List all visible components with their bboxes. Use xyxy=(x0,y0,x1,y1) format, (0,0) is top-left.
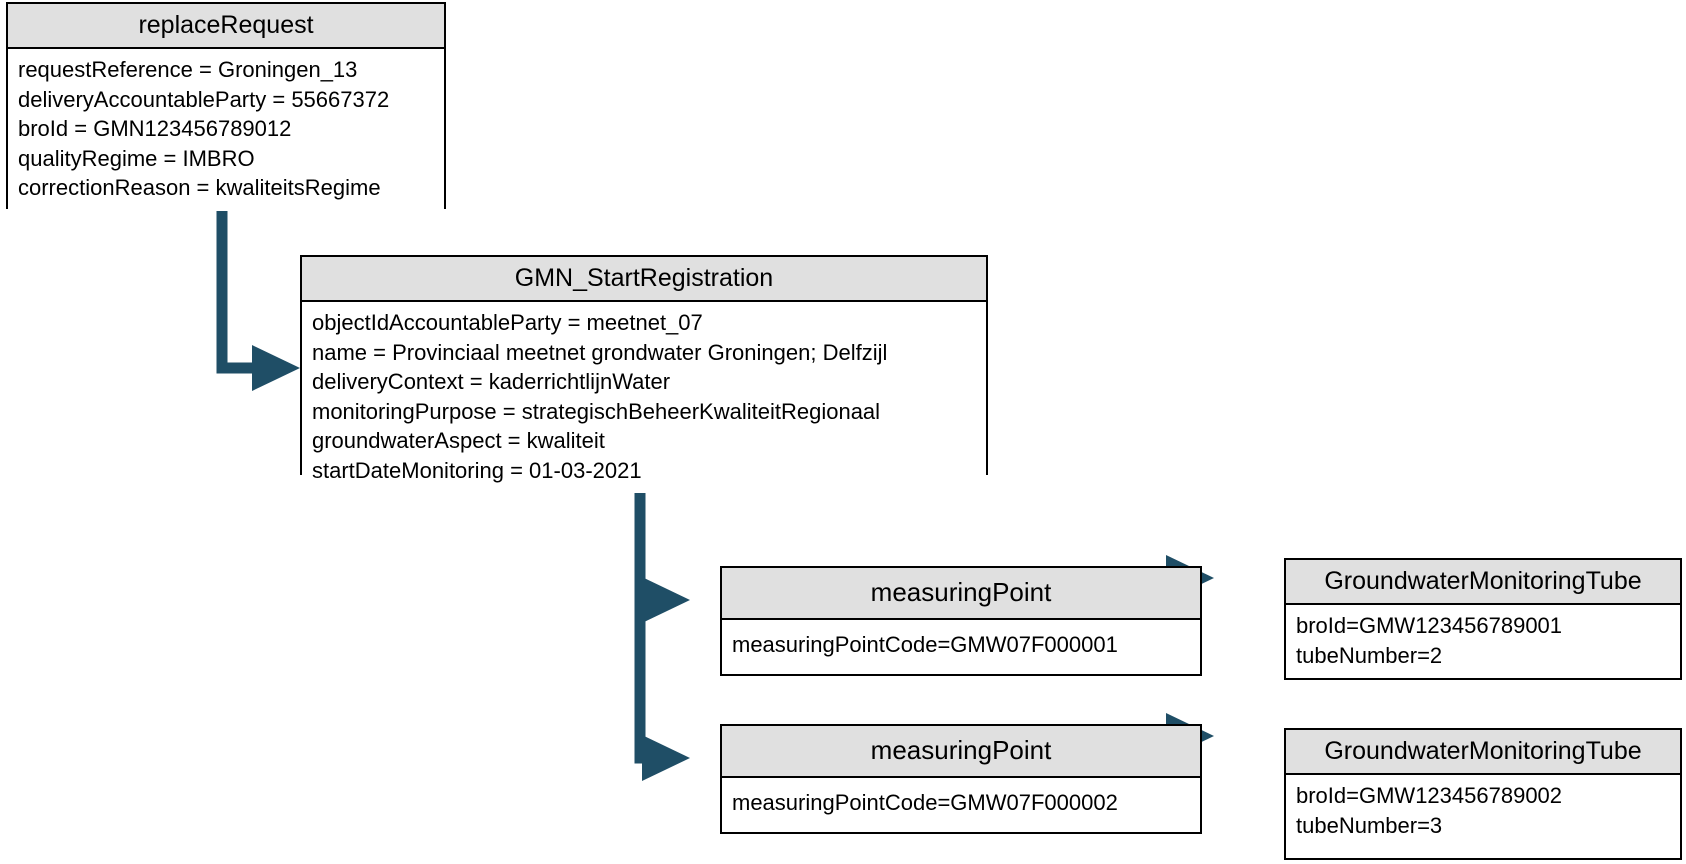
attribute-row: broId=GMW123456789001 xyxy=(1296,613,1563,638)
attribute-row: measuringPointCode=GMW07F000002 xyxy=(732,790,1118,815)
node-title-measuring-point-2: measuringPoint xyxy=(722,726,1200,778)
attribute-row: deliveryAccountableParty = 55667372 xyxy=(18,86,390,112)
node-replace-request[interactable]: replaceRequest requestReference = Gronin… xyxy=(6,2,446,211)
edge-replacerequest-to-gmnstartregistration xyxy=(216,207,300,391)
node-measuring-point-1[interactable]: measuringPoint measuringPointCode=GMW07F… xyxy=(720,566,1202,676)
node-title-replace-request: replaceRequest xyxy=(8,4,444,49)
attribute-row: tubeNumber=3 xyxy=(1296,812,1443,838)
attribute-row: startDateMonitoring = 01-03-2021 xyxy=(312,457,642,483)
node-body-groundwater-monitoring-tube-1: broId=GMW123456789001 tubeNumber=2 xyxy=(1286,605,1680,679)
node-measuring-point-2[interactable]: measuringPoint measuringPointCode=GMW07F… xyxy=(720,724,1202,834)
node-gmn-start-registration[interactable]: GMN_StartRegistration objectIdAccountabl… xyxy=(300,255,988,494)
attribute-row: tubeNumber=2 xyxy=(1296,642,1443,668)
edge-gmn-to-measuringpoint-2 xyxy=(634,600,690,781)
attribute-row: objectIdAccountableParty = meetnet_07 xyxy=(312,310,703,335)
edge-gmn-to-measuringpoint-1 xyxy=(634,474,690,623)
attribute-row: groundwaterAspect = kwaliteit xyxy=(312,428,605,454)
node-body-groundwater-monitoring-tube-2: broId=GMW123456789002 tubeNumber=3 xyxy=(1286,775,1680,849)
node-groundwater-monitoring-tube-1[interactable]: GroundwaterMonitoringTube broId=GMW12345… xyxy=(1284,558,1682,680)
node-groundwater-monitoring-tube-2[interactable]: GroundwaterMonitoringTube broId=GMW12345… xyxy=(1284,728,1682,860)
node-body-measuring-point-1: measuringPointCode=GMW07F000001 xyxy=(722,620,1200,668)
attribute-row: broId = GMN123456789012 xyxy=(18,116,292,142)
node-title-groundwater-monitoring-tube-2: GroundwaterMonitoringTube xyxy=(1286,730,1680,775)
attribute-row: requestReference = Groningen_13 xyxy=(18,57,358,82)
node-body-gmn-start-registration: objectIdAccountableParty = meetnet_07 na… xyxy=(302,302,986,494)
attribute-row: name = Provinciaal meetnet grondwater Gr… xyxy=(312,339,888,365)
node-title-groundwater-monitoring-tube-1: GroundwaterMonitoringTube xyxy=(1286,560,1680,605)
node-title-measuring-point-1: measuringPoint xyxy=(722,568,1200,620)
node-title-gmn-start-registration: GMN_StartRegistration xyxy=(302,257,986,302)
attribute-row: deliveryContext = kaderrichtlijnWater xyxy=(312,369,671,395)
node-body-measuring-point-2: measuringPointCode=GMW07F000002 xyxy=(722,778,1200,826)
node-body-replace-request: requestReference = Groningen_13 delivery… xyxy=(8,49,444,211)
attribute-row: qualityRegime = IMBRO xyxy=(18,145,255,171)
attribute-row: broId=GMW123456789002 xyxy=(1296,783,1563,808)
attribute-row: correctionReason = kwaliteitsRegime xyxy=(18,175,381,201)
attribute-row: monitoringPurpose = strategischBeheerKwa… xyxy=(312,398,881,424)
attribute-row: measuringPointCode=GMW07F000001 xyxy=(732,632,1118,657)
